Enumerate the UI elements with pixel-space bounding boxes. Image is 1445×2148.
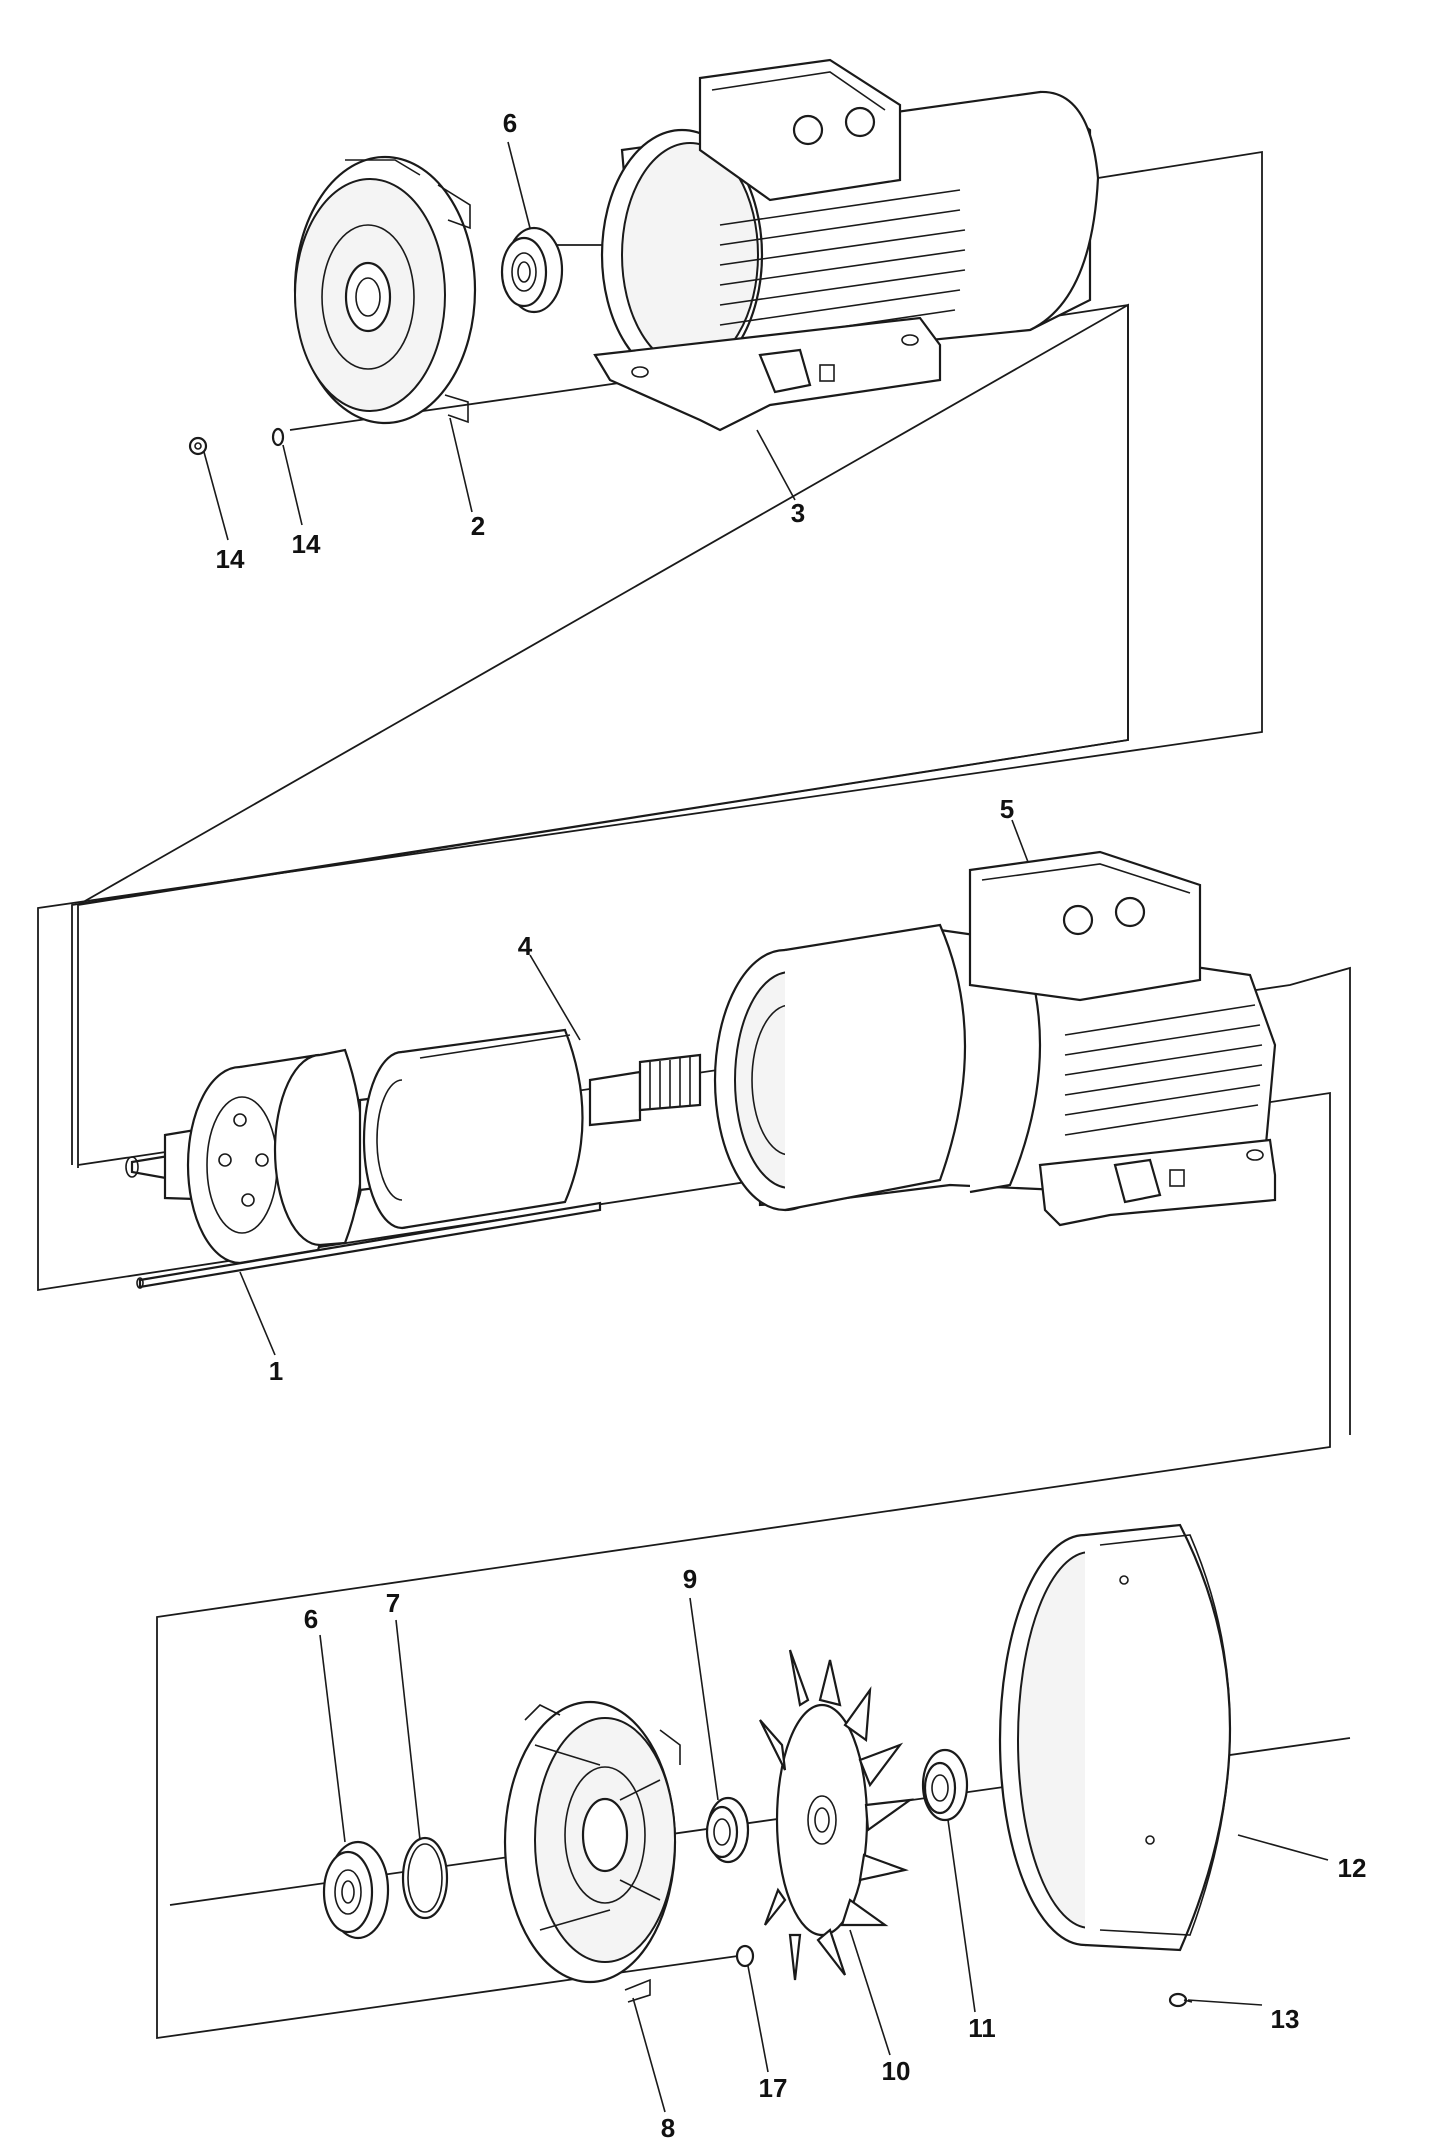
fan-cover bbox=[998, 1523, 1232, 1952]
callout-9: 9 bbox=[683, 1564, 697, 1594]
callout-15: 14 bbox=[292, 529, 321, 559]
callout-labels: 6 2 3 14 14 5 4 1 6 7 9 12 11 13 10 17 8 bbox=[216, 108, 1367, 2143]
callout-3: 3 bbox=[791, 498, 805, 528]
callout-1: 1 bbox=[269, 1356, 283, 1386]
motor-frame bbox=[593, 58, 1100, 432]
callout-7: 7 bbox=[386, 1588, 400, 1618]
end-shield-rear bbox=[503, 1700, 681, 2003]
callout-6-top: 6 bbox=[503, 108, 517, 138]
callout-10: 10 bbox=[882, 2056, 911, 2086]
callout-5: 5 bbox=[1000, 794, 1014, 824]
callout-11: 11 bbox=[968, 2013, 996, 2043]
nut-14-top bbox=[188, 436, 208, 456]
rotor bbox=[125, 1028, 702, 1265]
callout-14: 14 bbox=[216, 544, 245, 574]
callout-8: 8 bbox=[661, 2113, 675, 2143]
callout-2: 2 bbox=[471, 511, 485, 541]
callout-6-bottom: 6 bbox=[304, 1604, 318, 1634]
callout-17: 17 bbox=[759, 2073, 788, 2103]
cooling-fan bbox=[759, 1649, 915, 1981]
nut-17 bbox=[735, 1944, 755, 1968]
callout-leaders bbox=[203, 141, 1329, 2113]
washer-15-top bbox=[271, 427, 285, 447]
key-rod bbox=[136, 1201, 602, 1289]
shaft-seal bbox=[705, 1796, 750, 1864]
callout-4: 4 bbox=[518, 931, 533, 961]
o-ring bbox=[401, 1836, 449, 1920]
callout-13: 13 bbox=[1271, 2004, 1300, 2034]
callout-12: 12 bbox=[1338, 1853, 1367, 1883]
bearing-bottom bbox=[322, 1840, 390, 1940]
fan-cover-screw bbox=[1168, 1992, 1193, 2008]
stator-housing bbox=[713, 850, 1277, 1227]
end-shield-front bbox=[293, 155, 477, 425]
shaft-collar bbox=[921, 1748, 969, 1822]
bearing-top bbox=[500, 226, 564, 314]
